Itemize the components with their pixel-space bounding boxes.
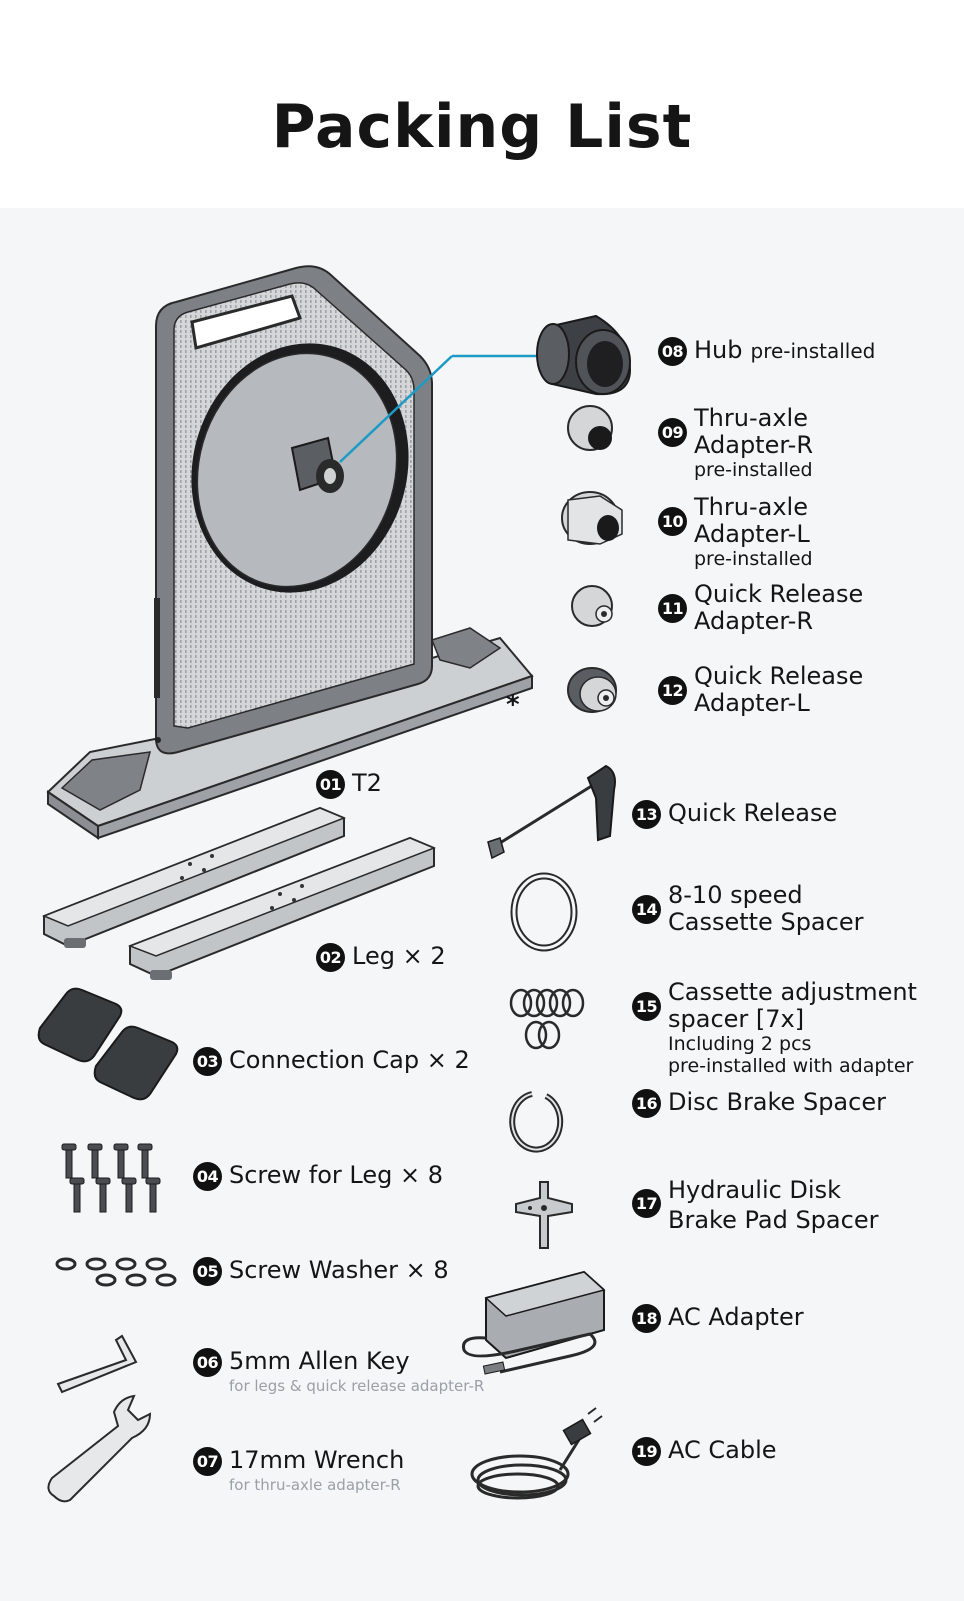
item-inline-note: pre-installed: [750, 339, 876, 363]
item-label: Screw for Leg × 8: [229, 1161, 444, 1189]
item-label: Quick Release: [668, 799, 838, 827]
item-number-badge: 14: [632, 895, 661, 924]
item-subnote: for thru-axle adapter-R: [229, 1476, 401, 1494]
item-number-badge: 03: [193, 1047, 222, 1076]
item-number-badge: 16: [632, 1089, 661, 1118]
item-label: T2: [352, 769, 382, 797]
item-note: pre-installed with adapter: [668, 1055, 914, 1077]
item-label-line2: Adapter-R: [694, 431, 814, 459]
page-title: Packing List: [271, 92, 693, 162]
item-01-trainer: 01 T2: [316, 770, 382, 799]
item-number-badge: 07: [193, 1447, 222, 1476]
item-label-line2: spacer [7x]: [668, 1005, 805, 1033]
item-label: Disc Brake Spacer: [668, 1088, 886, 1116]
screws-illustration: [61, 1143, 161, 1213]
wrench-illustration: [47, 1394, 152, 1503]
item-16-disc-brake-spacer: 16 Disc Brake Spacer: [632, 1089, 886, 1118]
item-number-badge: 15: [632, 992, 661, 1021]
item-note: pre-installed: [694, 548, 813, 570]
washers-illustration: [55, 1257, 177, 1287]
item-label-line1: Quick Release: [694, 580, 864, 608]
item-19-ac-cable: 19 AC Cable: [632, 1437, 777, 1466]
trainer-illustration: [46, 265, 546, 840]
item-label: Leg × 2: [352, 942, 446, 970]
item-label-line1: Thru-axle: [694, 404, 808, 432]
item-label-line2: Adapter-L: [694, 520, 810, 548]
item-label: AC Cable: [668, 1436, 777, 1464]
item-number-badge: 09: [658, 418, 687, 447]
item-label-line1: 8-10 speed: [668, 881, 803, 909]
item-label: 17mm Wrench: [229, 1446, 405, 1474]
item-number-badge: 13: [632, 800, 661, 829]
item-number-badge: 08: [658, 337, 687, 366]
item-label-text: Hub: [694, 336, 743, 364]
item-12-qr-adapter-l: 12 Quick Release Adapter-L: [658, 663, 863, 717]
item-label-line1: Hydraulic Disk: [668, 1176, 841, 1204]
item-number-badge: 18: [632, 1304, 661, 1333]
ac-cable-illustration: [470, 1407, 603, 1500]
item-02-legs: 02 Leg × 2: [316, 943, 446, 972]
item-03-connection-cap: 03 Connection Cap × 2: [193, 1047, 470, 1076]
item-number-badge: 10: [658, 507, 687, 536]
item-11-qr-adapter-r: 11 Quick Release Adapter-R: [658, 581, 863, 635]
item-06-allen-key: 06 5mm Allen Key for legs & quick releas…: [193, 1348, 484, 1395]
item-05-washers: 05 Screw Washer × 8: [193, 1257, 449, 1286]
qr-adapter-l-illustration: [567, 667, 617, 713]
item-number-badge: 19: [632, 1437, 661, 1466]
item-number-badge: 12: [658, 676, 687, 705]
item-09-thru-axle-adapter-r: 09 Thru-axle Adapter-R pre-installed: [658, 405, 813, 481]
item-13-quick-release: 13 Quick Release: [632, 800, 837, 829]
asterisk-mark: *: [506, 690, 520, 720]
item-04-screws: 04 Screw for Leg × 8: [193, 1162, 443, 1191]
item-14-cassette-spacer: 14 8-10 speed Cassette Spacer: [632, 882, 863, 936]
item-label: AC Adapter: [668, 1303, 804, 1331]
item-number-badge: 05: [193, 1257, 222, 1286]
item-label: Hub pre-installed: [694, 337, 875, 365]
brake-pad-spacer-illustration: [515, 1181, 573, 1249]
item-label: 5mm Allen Key: [229, 1347, 410, 1375]
item-number-badge: 11: [658, 594, 687, 623]
item-label-line1: Cassette adjustment: [668, 978, 917, 1006]
item-label-line2: Adapter-R: [694, 607, 814, 635]
item-number-badge: 02: [316, 943, 345, 972]
item-label-line1: Thru-axle: [694, 493, 808, 521]
thru-axle-adapter-l-illustration: [561, 491, 623, 545]
item-number-badge: 04: [193, 1162, 222, 1191]
item-15-adjustment-spacer: 15 Cassette adjustment spacer [7x] Inclu…: [632, 979, 917, 1077]
allen-key-illustration: [56, 1334, 138, 1394]
adjustment-spacers-illustration: [509, 988, 585, 1050]
item-10-thru-axle-adapter-l: 10 Thru-axle Adapter-L pre-installed: [658, 494, 813, 570]
item-label: Connection Cap × 2: [229, 1046, 470, 1074]
ac-adapter-illustration: [461, 1270, 606, 1375]
item-18-ac-adapter: 18 AC Adapter: [632, 1304, 804, 1333]
cassette-spacer-illustration: [510, 872, 578, 952]
item-17-brake-pad-spacer: 17 Hydraulic Disk Brake Pad Spacer: [632, 1175, 878, 1235]
item-label-line2: Cassette Spacer: [668, 908, 864, 936]
connection-caps-illustration: [37, 987, 179, 1101]
item-label-line2: Adapter-L: [694, 689, 810, 717]
item-label: Screw Washer × 8: [229, 1256, 449, 1284]
hub-illustration: [536, 314, 632, 396]
quick-release-illustration: [487, 764, 616, 860]
legs-illustration: [41, 806, 437, 980]
item-label-line1: Quick Release: [694, 662, 864, 690]
item-08-hub: 08 Hub pre-installed: [658, 337, 875, 366]
item-07-wrench: 07 17mm Wrench for thru-axle adapter-R: [193, 1447, 404, 1494]
item-number-badge: 06: [193, 1348, 222, 1377]
item-number-badge: 17: [632, 1189, 661, 1218]
disc-brake-spacer-illustration: [509, 1091, 564, 1153]
item-subnote: for legs & quick release adapter-R: [229, 1377, 485, 1395]
thru-axle-adapter-r-illustration: [567, 405, 613, 451]
item-number-badge: 01: [316, 770, 345, 799]
qr-adapter-r-illustration: [571, 585, 613, 627]
item-label-line2: Brake Pad Spacer: [668, 1206, 879, 1234]
item-note: Including 2 pcs: [668, 1033, 812, 1055]
item-note: pre-installed: [694, 459, 813, 481]
